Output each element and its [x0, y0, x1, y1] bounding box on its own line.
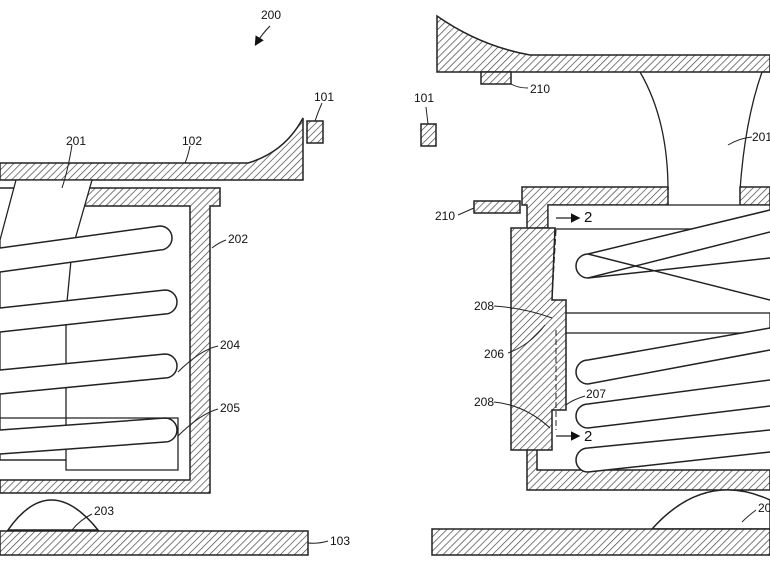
- base-plate-103: [0, 530, 309, 556]
- label-103: 103: [330, 534, 350, 548]
- label-206: 206: [484, 347, 504, 361]
- label-203-left: 203: [94, 504, 114, 518]
- right-view: 210 101 201 210 208 206 208 207 2 2 203: [414, 14, 770, 556]
- label-207: 207: [586, 387, 606, 401]
- sensor-line-207: [551, 229, 557, 430]
- left-leaders: [61, 102, 329, 544]
- label-200: 200: [261, 8, 281, 22]
- latch-206: [510, 227, 567, 451]
- plate-205: [0, 417, 179, 471]
- housing-right-flange: [739, 186, 770, 206]
- arrow-200: [254, 25, 271, 47]
- block-210-top: [480, 71, 512, 85]
- top-plate-right: [436, 14, 770, 73]
- block-101: [306, 120, 324, 144]
- inner-plate-mid: [547, 312, 770, 334]
- label-210-side: 210: [435, 209, 455, 223]
- label-201-right: 201: [752, 130, 770, 144]
- label-201-left: 201: [66, 134, 86, 148]
- label-101-right: 101: [414, 91, 434, 105]
- label-203-right: 203: [758, 501, 770, 515]
- label-208-top: 208: [474, 299, 494, 313]
- spring-204: [0, 225, 178, 455]
- label-210-top: 210: [530, 82, 550, 96]
- base-plate-right: [431, 528, 770, 556]
- dome-203-right: [650, 489, 770, 530]
- block-101-right: [420, 123, 437, 147]
- label-202: 202: [228, 232, 248, 246]
- label-101-left: 101: [314, 90, 334, 104]
- right-leaders: [425, 83, 757, 523]
- top-plate-102: [0, 117, 304, 181]
- dome-203: [6, 499, 100, 531]
- label-204: 204: [220, 338, 240, 352]
- label-208-bottom: 208: [474, 395, 494, 409]
- left-view: 101 102 201 202 204 205 203 103: [0, 90, 350, 556]
- post-201-right: [639, 71, 770, 191]
- label-2-bottom: 2: [584, 428, 592, 445]
- spring-right: [575, 209, 770, 473]
- tab-210-side: [473, 200, 521, 214]
- label-205: 205: [220, 401, 240, 415]
- label-102: 102: [182, 134, 202, 148]
- label-2-top: 2: [584, 209, 592, 226]
